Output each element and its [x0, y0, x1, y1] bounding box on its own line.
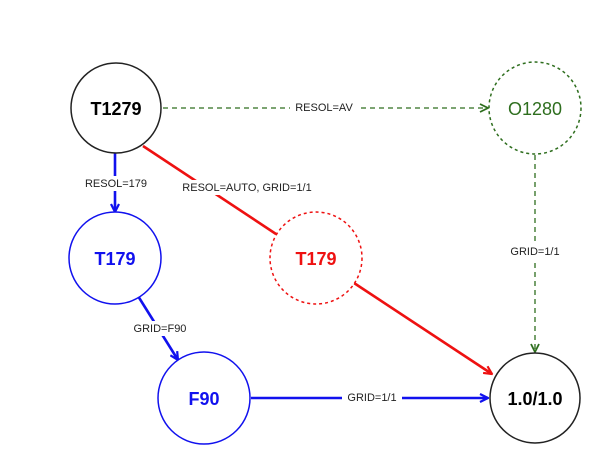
edge-t1279-t179-red: RESOL=AUTO, GRID=1/1 — [142, 144, 318, 236]
node-f90: F90 — [157, 351, 251, 445]
node-result: 1.0/1.0 — [489, 352, 581, 444]
node-o1280: O1280 — [488, 61, 582, 155]
edge-label-grid-1-1-blue: GRID=1/1 — [347, 392, 396, 404]
edge-label-resol-auto-grid: RESOL=AUTO, GRID=1/1 — [182, 182, 311, 194]
node-label-f90: F90 — [188, 389, 219, 409]
edge-t1279-t179-blue: RESOL=179 — [80, 152, 152, 212]
edge-f90-result: GRID=1/1 — [251, 390, 488, 405]
node-label-o1280: O1280 — [508, 99, 562, 119]
edge-t179-f90: GRID=F90 — [130, 295, 190, 360]
edge-t179red-result — [353, 281, 492, 374]
edge-label-resol-av: RESOL=AV — [295, 102, 353, 114]
node-t179-blue: T179 — [68, 211, 162, 305]
node-label-t179-blue: T179 — [94, 249, 135, 269]
edge-t1279-o1280: RESOL=AV — [163, 100, 488, 115]
node-t179-red: T179 — [269, 211, 363, 305]
edge-label-resol-179: RESOL=179 — [85, 178, 147, 190]
node-label-t179-red: T179 — [295, 249, 336, 269]
node-label-result: 1.0/1.0 — [507, 389, 562, 409]
node-label-t1279: T1279 — [90, 99, 141, 119]
edge-o1280-result: GRID=1/1 — [507, 155, 563, 352]
edge-label-grid-f90: GRID=F90 — [134, 323, 187, 335]
node-t1279: T1279 — [70, 62, 162, 154]
edge-label-grid-1-1-green: GRID=1/1 — [510, 246, 559, 258]
